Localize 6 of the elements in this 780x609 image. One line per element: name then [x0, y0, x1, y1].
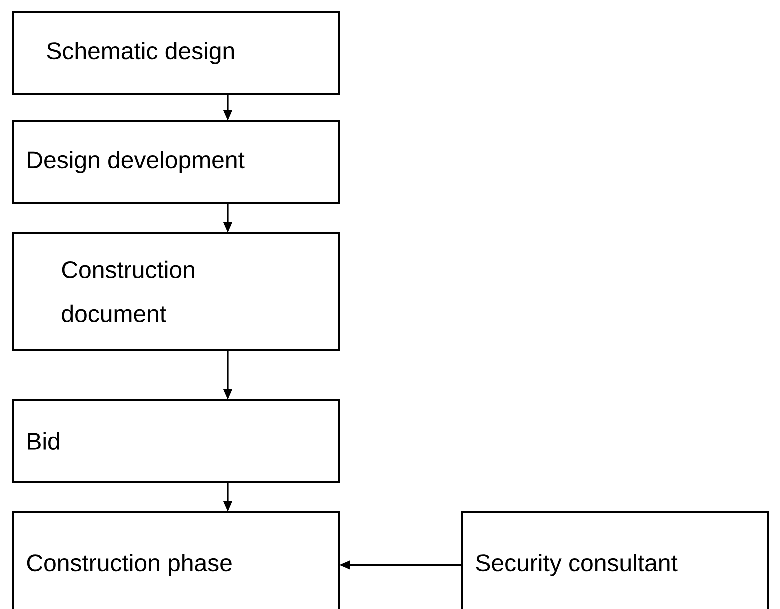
process-box: Construction phase: [12, 511, 340, 609]
process-box: Design development: [12, 120, 340, 204]
process-box: Bid: [12, 399, 340, 484]
process-box: Schematic design: [12, 11, 340, 96]
process-box: Security consultant: [461, 511, 770, 609]
process-box: Construction document: [12, 232, 340, 352]
